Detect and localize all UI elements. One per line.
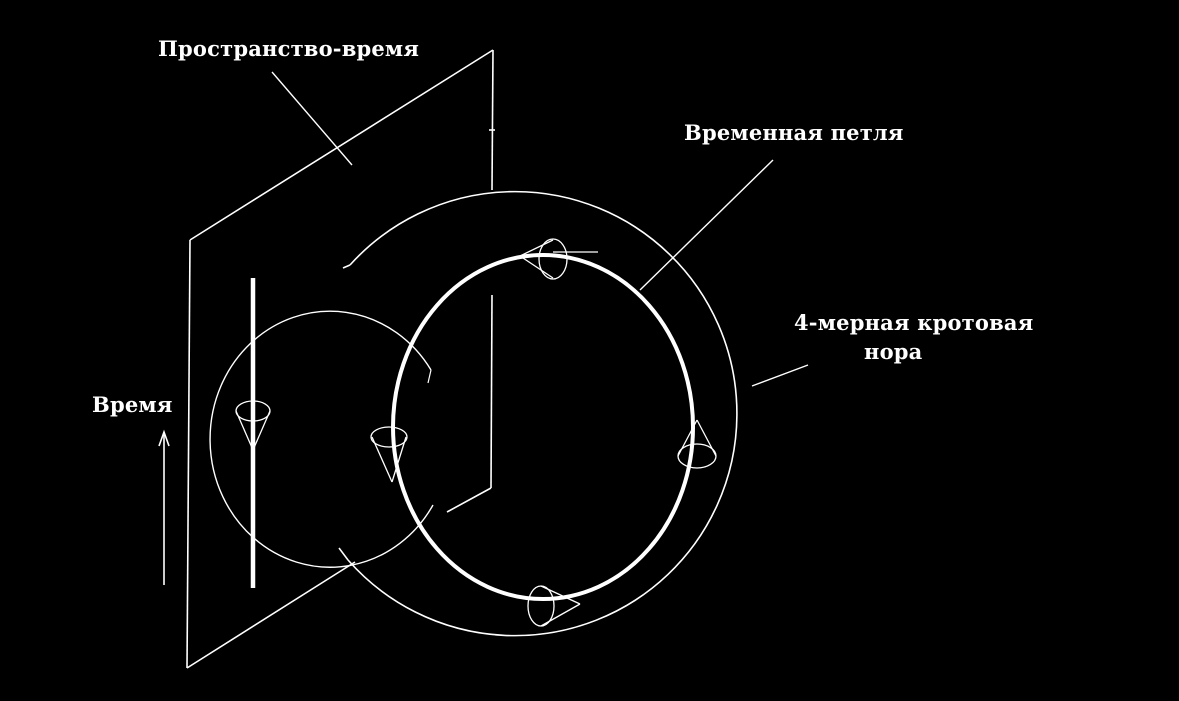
light-cone-top [519,238,598,280]
time-axis-arrow [158,429,170,585]
sheet-right-edge-upper [491,49,494,191]
time-loop-leader-line [639,159,774,291]
sheet-inner-vertical [490,294,493,489]
time-loop-ellipse [391,253,695,601]
spacetime-sheet [186,49,495,669]
time-axis-label: Время [92,392,173,417]
sheet-bottom-edge [186,561,356,669]
sheet-top-edge [189,49,494,241]
wormhole-label-line2: нора [864,339,923,364]
light-cone-worldline [235,400,271,451]
spacetime-leader-line [271,71,353,166]
light-cone-left [370,426,408,483]
wormhole-outer-arc [347,190,738,637]
light-cone-right [677,419,717,469]
sheet-left-edge [186,239,191,669]
wormhole-entry-hook-top [342,264,351,269]
wormhole-inner-tick [427,369,432,384]
sheet-inner-diagonal [446,487,492,513]
light-cone-bottom [527,585,581,627]
wormhole-inner-arc [209,310,434,568]
wormhole-label-line1: 4-мерная кротовая [794,310,1034,335]
wormhole-outer [338,190,738,637]
wormhole-leader-line [751,364,809,387]
wormhole-entry-hook-bottom [338,547,349,561]
spacetime-label: Пространство-время [158,36,420,61]
time-loop-label: Временная петля [684,120,904,145]
